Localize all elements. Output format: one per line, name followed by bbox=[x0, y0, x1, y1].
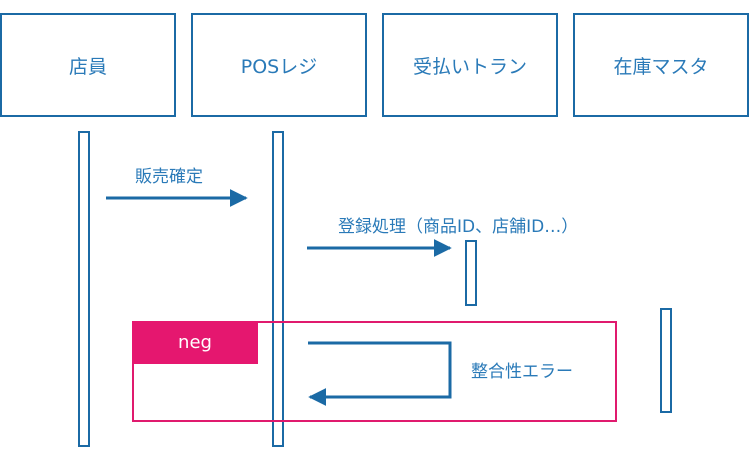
activation-transaction bbox=[465, 240, 477, 306]
neg-fragment-operator: neg bbox=[178, 332, 212, 353]
message-register-process-label: 登録処理（商品ID、店舗ID…） bbox=[338, 217, 579, 237]
activation-inventory-master bbox=[660, 308, 672, 413]
participant-clerk-label: 店員 bbox=[68, 55, 107, 78]
neg-fragment-tag: neg bbox=[132, 321, 258, 364]
participant-inventory-master-label: 在庫マスタ bbox=[613, 55, 709, 78]
message-consistency-error-arrow bbox=[308, 341, 452, 406]
message-consistency-error-label: 整合性エラー bbox=[471, 362, 573, 382]
participant-clerk: 店員 bbox=[0, 13, 176, 117]
lifeline-clerk bbox=[78, 131, 90, 447]
participant-transaction: 受払いトラン bbox=[382, 13, 558, 117]
participant-inventory-master: 在庫マスタ bbox=[573, 13, 749, 117]
participant-pos-register: POSレジ bbox=[191, 13, 367, 117]
message-sale-confirm-label: 販売確定 bbox=[135, 167, 203, 187]
participant-transaction-label: 受払いトラン bbox=[412, 55, 527, 78]
neg-fragment-frame bbox=[132, 321, 617, 422]
lifeline-pos-register bbox=[272, 131, 284, 447]
participant-pos-register-label: POSレジ bbox=[240, 55, 318, 78]
